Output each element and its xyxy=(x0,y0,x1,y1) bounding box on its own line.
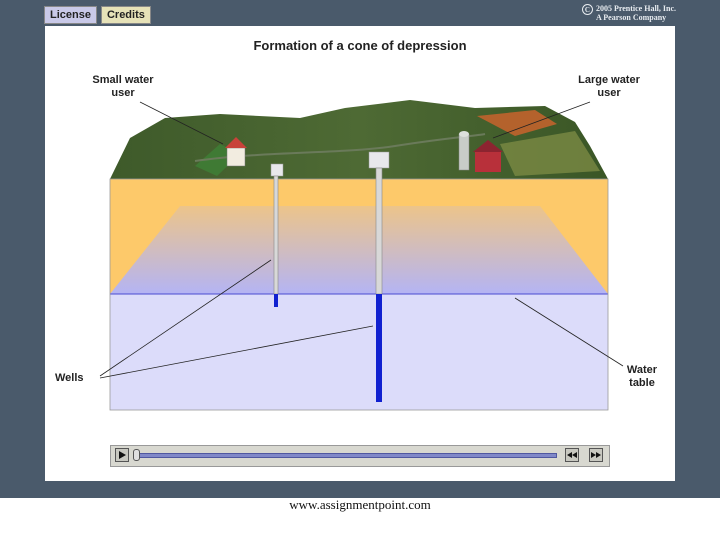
playback-controls xyxy=(110,445,610,467)
wells-leader-1 xyxy=(99,259,272,377)
small-well-water xyxy=(274,294,278,307)
water-table-label: Water table xyxy=(626,364,658,389)
diagram-title: Formation of a cone of depression xyxy=(253,38,467,53)
top-toolbar: License Credits xyxy=(44,6,151,24)
farm-field xyxy=(477,110,557,136)
copyright-line-1: 2005 Prentice Hall, Inc. xyxy=(595,4,676,13)
large-well-casing xyxy=(375,167,383,295)
small-well-head xyxy=(270,163,284,177)
fast-forward-icon xyxy=(591,452,601,458)
saturated-zone xyxy=(110,294,608,410)
large-well-head xyxy=(368,151,390,169)
small-house-icon xyxy=(225,137,247,167)
large-well-water xyxy=(376,294,382,402)
large-user-leader xyxy=(492,101,591,139)
crop-field xyxy=(500,131,600,176)
water-table-leader xyxy=(514,297,624,367)
fast-forward-button[interactable] xyxy=(589,448,603,462)
license-button[interactable]: License xyxy=(44,6,97,24)
cone-of-depression xyxy=(110,179,608,294)
credits-button[interactable]: Credits xyxy=(100,6,151,24)
silo-icon xyxy=(458,131,470,171)
play-icon xyxy=(119,451,126,459)
copyright-line-2: A Pearson Company xyxy=(595,13,667,22)
footer-url: www.assignmentpoint.com xyxy=(289,497,431,512)
wells-leader-2 xyxy=(99,325,374,379)
copyright-notice: C 2005 Prentice Hall, Inc. A Pearson Com… xyxy=(581,4,676,22)
progress-track[interactable] xyxy=(137,453,557,458)
diagram-panel: Formation of a cone of depression Small … xyxy=(45,26,675,481)
copyright-icon: C xyxy=(581,4,593,15)
play-button[interactable] xyxy=(115,448,129,462)
app-frame: License Credits C 2005 Prentice Hall, In… xyxy=(0,0,720,498)
wells-label: Wells xyxy=(55,372,84,384)
small-water-user-label: Small water user xyxy=(92,74,154,99)
small-well-casing xyxy=(273,175,279,295)
rewind-button[interactable] xyxy=(565,448,579,462)
small-user-leader xyxy=(139,101,224,145)
barn-icon xyxy=(473,140,503,172)
large-water-user-label: Large water user xyxy=(578,74,640,99)
rewind-icon xyxy=(567,452,577,458)
progress-handle[interactable] xyxy=(133,449,140,461)
cone-of-depression-diagram xyxy=(99,100,624,411)
